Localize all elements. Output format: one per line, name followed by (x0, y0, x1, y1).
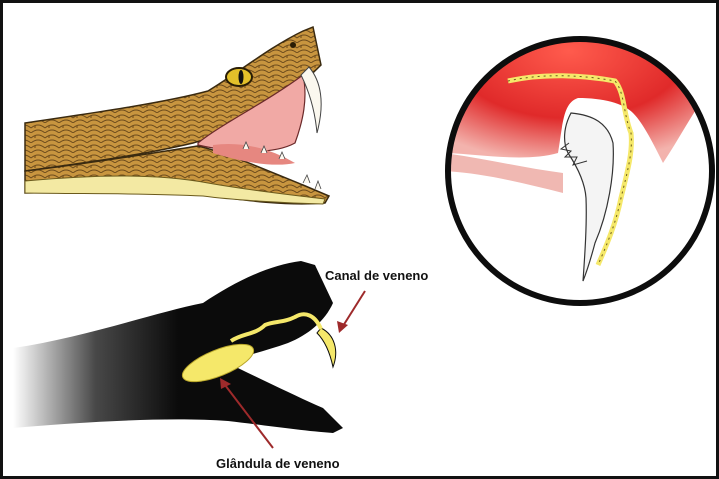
magnified-fang-inset (443, 3, 719, 303)
eye-pupil (239, 70, 244, 84)
snake-silhouette (13, 261, 343, 433)
silhouette-fang-icon (317, 328, 336, 367)
venom-canal-label: Canal de veneno (325, 268, 428, 283)
diagram-artwork (3, 3, 719, 479)
venom-gland-label: Glândula de veneno (216, 456, 340, 471)
canal-arrowhead-icon (337, 321, 348, 333)
canal-arrow (343, 291, 365, 326)
snake-head-illustration (25, 27, 329, 204)
snake-silhouette-body (13, 261, 343, 433)
nostril (290, 42, 296, 48)
